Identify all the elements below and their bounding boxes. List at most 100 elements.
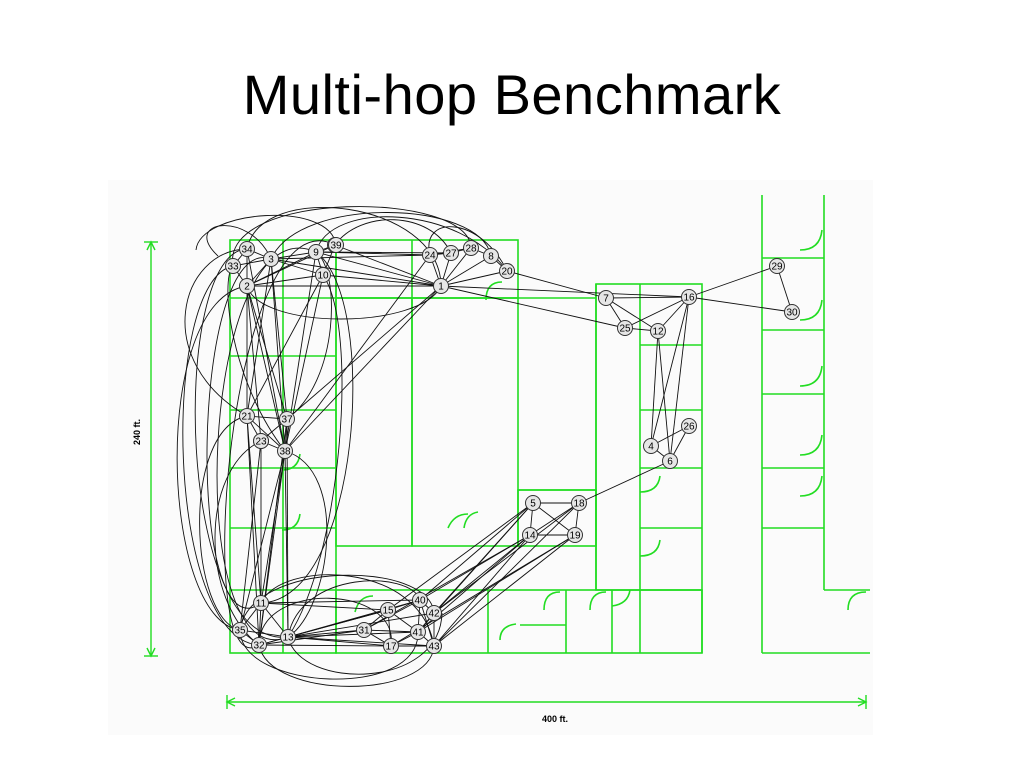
link-3-10 [270, 258, 324, 276]
node-41: 41 [410, 624, 426, 640]
node-39: 39 [328, 237, 344, 253]
node-label: 21 [241, 412, 253, 423]
node-label: 19 [569, 531, 581, 542]
node-43: 43 [426, 638, 442, 654]
node-3: 3 [263, 251, 279, 267]
node-20: 20 [499, 263, 515, 279]
link-1-38 [284, 285, 442, 452]
link-11-40 [260, 599, 421, 604]
node-circle [328, 237, 344, 253]
node-8: 8 [483, 248, 499, 264]
loop-link-7 [260, 251, 354, 604]
node-label: 40 [414, 596, 426, 607]
link-32-31 [258, 629, 365, 646]
loop-link-25 [286, 251, 332, 420]
link-13-31 [287, 629, 365, 638]
link-23-35 [239, 440, 262, 631]
node-circle [251, 637, 267, 653]
node-26: 26 [681, 418, 697, 434]
loop-link-26 [227, 265, 286, 452]
link-43-18 [433, 502, 580, 647]
link-16-4 [650, 296, 690, 447]
node-circle [380, 602, 396, 618]
link-35-13 [239, 629, 289, 638]
node-label: 23 [255, 437, 267, 448]
link-1-28 [440, 247, 472, 287]
node-circle [567, 527, 583, 543]
node-circle [769, 258, 785, 274]
link-1-3 [270, 258, 442, 287]
node-label: 1 [438, 282, 444, 293]
node-18: 18 [571, 495, 587, 511]
loop-link-3 [206, 257, 272, 609]
node-21: 21 [239, 408, 255, 424]
node-circle [662, 453, 678, 469]
link-6-18 [578, 460, 671, 504]
link-38-11 [260, 450, 286, 604]
node-label: 27 [445, 249, 457, 260]
node-19: 19 [567, 527, 583, 543]
loop-link-17 [239, 629, 419, 680]
node-15: 15 [380, 602, 396, 618]
node-label: 9 [313, 248, 319, 259]
node-23: 23 [253, 433, 269, 449]
node-label: 2 [244, 282, 250, 293]
node-circle [232, 622, 248, 638]
node-circle [443, 245, 459, 261]
link-29-30 [776, 265, 793, 313]
node-29: 29 [769, 258, 785, 274]
node-circle [463, 240, 479, 256]
node-13: 13 [280, 629, 296, 645]
node-24: 24 [422, 247, 438, 263]
loop-link-21 [199, 415, 248, 631]
node-42: 42 [426, 605, 442, 621]
node-label: 43 [428, 642, 440, 653]
loop-link-12 [334, 219, 452, 254]
link-11-15 [260, 602, 389, 611]
node-label: 11 [256, 599, 267, 610]
width-dimension-label: 400 ft. [542, 714, 568, 724]
node-label: 28 [465, 244, 477, 255]
node-label: 34 [241, 245, 253, 256]
node-circle [681, 418, 697, 434]
link-13-43 [287, 636, 435, 647]
loop-link-18 [260, 574, 435, 647]
link-1-25 [440, 285, 626, 329]
link-7-12 [605, 297, 659, 332]
node-label: 30 [786, 308, 798, 319]
node-circle [525, 495, 541, 511]
height-dimension-label: 240 ft. [132, 419, 142, 445]
loop-link-23 [284, 450, 328, 638]
node-circle [681, 289, 697, 305]
node-label: 41 [412, 628, 424, 639]
loop-link-13 [315, 216, 508, 272]
node-circle [239, 278, 255, 294]
link-24-38 [284, 254, 431, 452]
node-circle [239, 241, 255, 257]
link-43-19 [433, 534, 576, 647]
node-circle [784, 304, 800, 320]
node-label: 29 [771, 262, 783, 273]
node-32: 32 [251, 637, 267, 653]
node-label: 31 [358, 626, 370, 637]
node-circle [426, 638, 442, 654]
link-2-23 [246, 285, 262, 442]
node-label: 20 [501, 267, 513, 278]
node-circle [422, 247, 438, 263]
node-label: 14 [524, 531, 536, 542]
node-16: 16 [681, 289, 697, 305]
node-label: 37 [281, 415, 293, 426]
node-circle [280, 629, 296, 645]
node-label: 18 [573, 499, 585, 510]
node-circle [571, 495, 587, 511]
node-34: 34 [239, 241, 255, 257]
node-label: 35 [234, 626, 246, 637]
door-arc [799, 229, 823, 251]
loop-link-28 [195, 214, 337, 251]
node-38: 38 [277, 443, 293, 459]
loop-link-22 [184, 248, 248, 417]
node-label: 25 [619, 324, 631, 335]
loop-link-0 [176, 285, 248, 631]
loop-link-6 [287, 274, 343, 638]
link-12-6 [657, 330, 671, 462]
